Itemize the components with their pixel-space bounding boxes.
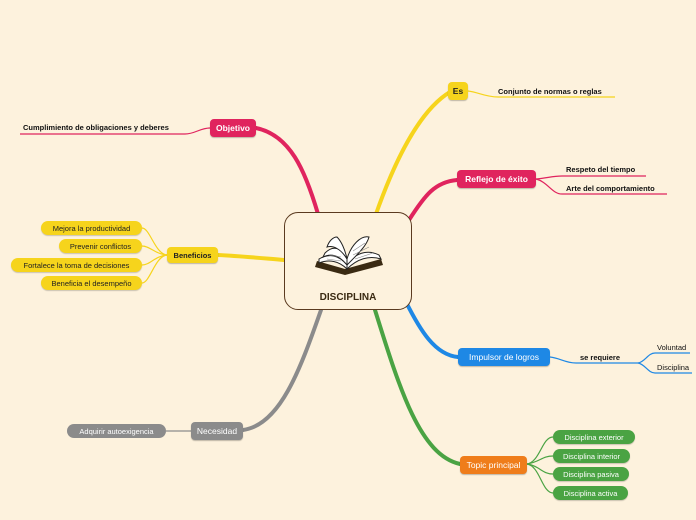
branch-beneficios[interactable]: Beneficios bbox=[167, 247, 218, 263]
topic-item-exterior[interactable]: Disciplina exterior bbox=[553, 430, 635, 444]
topic-item-interior[interactable]: Disciplina interior bbox=[553, 449, 630, 463]
beneficios-item-productividad[interactable]: Mejora la productividad bbox=[41, 221, 142, 235]
necesidad-item[interactable]: Adquirir autoexigencia bbox=[67, 424, 166, 438]
topic-item-pasiva[interactable]: Disciplina pasiva bbox=[553, 467, 629, 481]
branch-reflejo-de-exito[interactable]: Reflejo de éxito bbox=[457, 170, 536, 188]
reflejo-item-arte[interactable]: Arte del comportamiento bbox=[566, 184, 655, 193]
beneficios-item-conflictos[interactable]: Prevenir conflictos bbox=[59, 239, 142, 253]
branch-es[interactable]: Es bbox=[448, 82, 468, 100]
impulsor-item-disciplina[interactable]: Disciplina bbox=[657, 363, 689, 372]
reflejo-item-respeto[interactable]: Respeto del tiempo bbox=[566, 165, 635, 174]
topic-item-activa[interactable]: Disciplina activa bbox=[553, 486, 628, 500]
es-item[interactable]: Conjunto de normas o reglas bbox=[498, 87, 602, 96]
beneficios-item-decisiones[interactable]: Fortalece la toma de decisiones bbox=[11, 258, 142, 272]
objetivo-item[interactable]: Cumplimiento de obligaciones y deberes bbox=[23, 123, 169, 132]
impulsor-item-voluntad[interactable]: Voluntad bbox=[657, 343, 686, 352]
beneficios-item-desempeno[interactable]: Beneficia el desempeño bbox=[41, 276, 142, 290]
open-book-icon bbox=[311, 231, 387, 279]
branch-topic-principal[interactable]: Topic principal bbox=[460, 456, 527, 474]
branch-objetivo[interactable]: Objetivo bbox=[210, 119, 256, 137]
impulsor-sub-se-requiere[interactable]: se requiere bbox=[580, 353, 620, 362]
central-topic-label: DISCIPLINA bbox=[285, 292, 411, 303]
branch-necesidad[interactable]: Necesidad bbox=[191, 422, 243, 440]
central-topic[interactable]: DISCIPLINA bbox=[284, 212, 412, 310]
branch-impulsor-de-logros[interactable]: Impulsor de logros bbox=[458, 348, 550, 366]
